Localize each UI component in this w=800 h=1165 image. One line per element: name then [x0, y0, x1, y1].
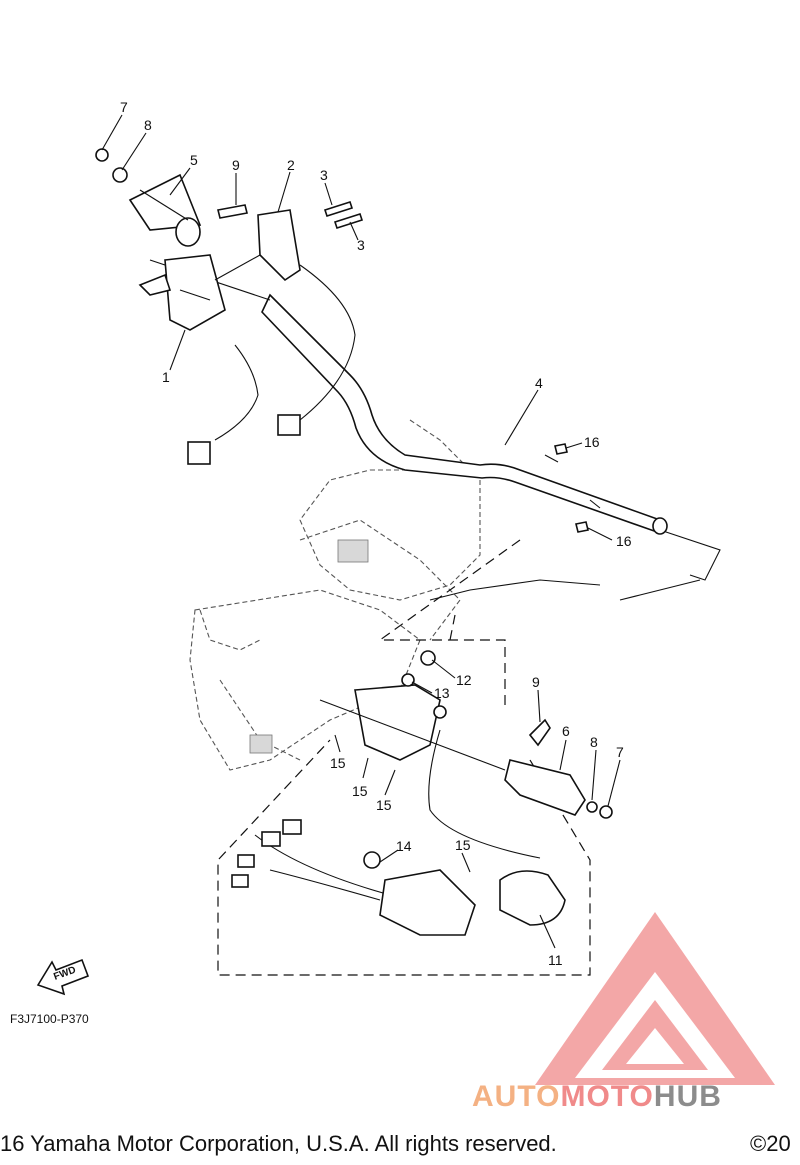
watermark-logo — [535, 912, 775, 1085]
callout-9: 9 — [232, 157, 240, 173]
callout-11: 11 — [548, 952, 563, 968]
brand-watermark-text: AUTOMOTOHUB — [472, 1080, 722, 1114]
connector — [187, 441, 211, 465]
connector — [277, 414, 301, 436]
callout-8: 8 — [590, 734, 598, 750]
diagram-reference-code: F3J7100-P370 — [10, 1012, 89, 1026]
detail-box — [217, 539, 591, 976]
fwd-arrow: FWD — [36, 958, 90, 996]
copyright-notice: 16 Yamaha Motor Corporation, U.S.A. All … — [0, 1131, 557, 1156]
leader-lines — [101, 114, 621, 949]
callout-16: 16 — [616, 533, 632, 549]
callout-15: 15 — [455, 837, 471, 853]
brand-part-hub: HUB — [653, 1080, 722, 1113]
callout-15: 15 — [330, 755, 346, 771]
callout-1: 1 — [162, 369, 170, 385]
callout-7: 7 — [120, 99, 128, 115]
frame-section — [189, 419, 481, 771]
grip-right — [504, 718, 613, 819]
callout-9: 9 — [532, 674, 540, 690]
callout-7: 7 — [616, 744, 624, 760]
callouts: 7 8 5 9 2 3 3 1 4 16 16 12 13 9 6 8 7 15… — [120, 99, 632, 968]
callout-14: 14 — [396, 838, 412, 854]
handlebar — [149, 259, 668, 535]
switch-housing-lower — [379, 869, 476, 936]
switch-housing-right — [319, 650, 506, 771]
brand-part-auto: AUTO — [472, 1080, 561, 1113]
switch-housing-left — [138, 254, 226, 331]
callout-3: 3 — [357, 237, 365, 253]
callout-6: 6 — [562, 723, 570, 739]
callout-3: 3 — [320, 167, 328, 183]
holder — [214, 209, 301, 282]
callout-15: 15 — [376, 797, 392, 813]
cover — [499, 870, 566, 926]
callout-13: 13 — [434, 685, 450, 701]
grip-left — [128, 173, 202, 247]
callout-15: 15 — [352, 783, 368, 799]
callout-5: 5 — [190, 152, 198, 168]
copyright-year: ©20 — [750, 1131, 791, 1156]
brand-part-moto: MOTO — [560, 1080, 654, 1113]
callout-4: 4 — [535, 375, 543, 391]
callout-16: 16 — [584, 434, 600, 450]
callout-12: 12 — [456, 672, 472, 688]
callout-8: 8 — [144, 117, 152, 133]
callout-2: 2 — [287, 157, 295, 173]
